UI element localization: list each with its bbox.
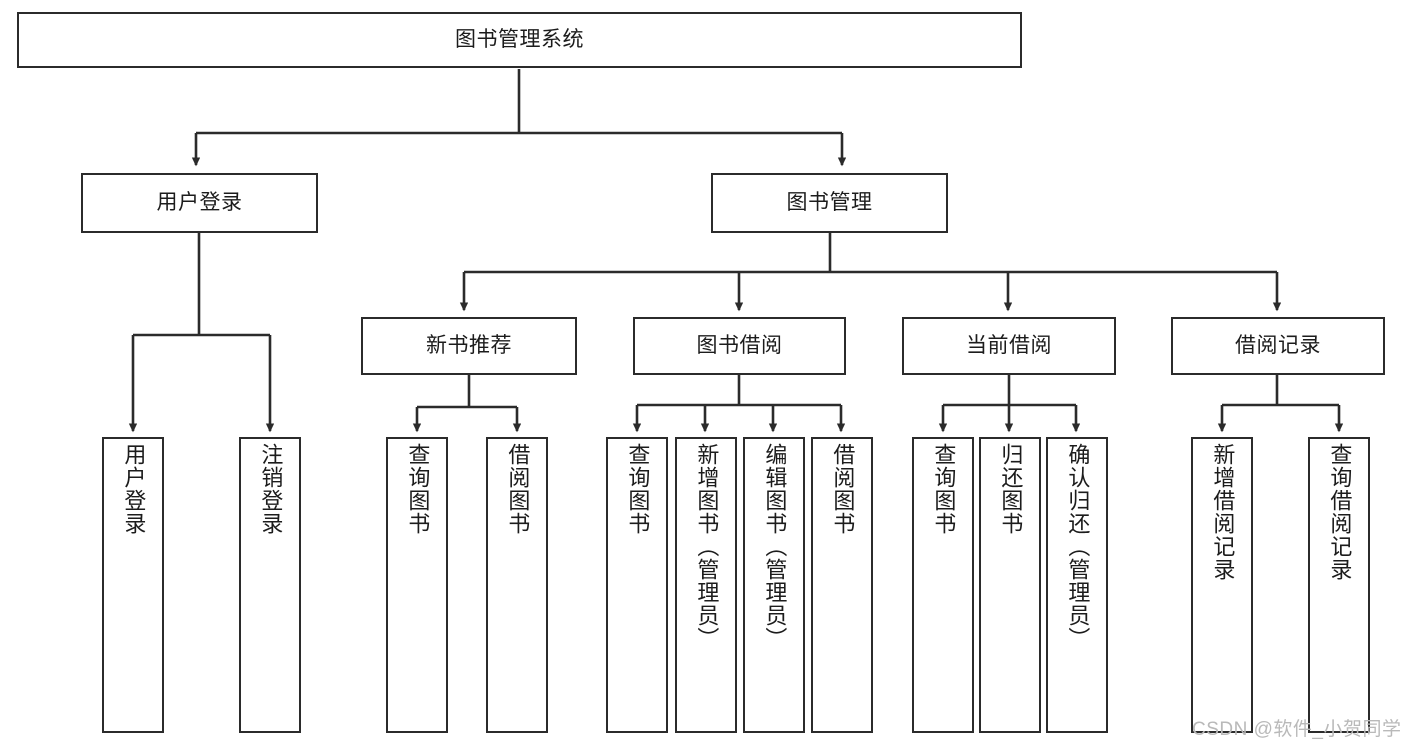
leaf-logout-login[interactable]: 注销登录 [239, 437, 301, 733]
leaf-logout-login-label: 注销登录 [258, 443, 284, 535]
leaf-confirm-return-admin-label: 确认归还（管理员） [1065, 443, 1091, 650]
leaf-borrow-book-recommend[interactable]: 借阅图书 [486, 437, 548, 733]
node-book-manage[interactable]: 图书管理 [711, 173, 948, 233]
node-root-system[interactable]: 图书管理系统 [17, 12, 1022, 68]
leaf-user-login[interactable]: 用户登录 [102, 437, 164, 733]
node-new-book-recommend-label: 新书推荐 [426, 333, 512, 357]
node-user-login[interactable]: 用户登录 [81, 173, 318, 233]
leaf-borrow-book-recommend-label: 借阅图书 [505, 443, 531, 535]
node-root-system-label: 图书管理系统 [455, 27, 584, 51]
leaf-query-borrow-record[interactable]: 查询借阅记录 [1308, 437, 1370, 733]
csdn-watermark: CSDN @软件_小贺同学 [1192, 719, 1402, 740]
node-borrow-record[interactable]: 借阅记录 [1171, 317, 1385, 375]
leaf-user-login-label: 用户登录 [121, 443, 147, 535]
leaf-return-book[interactable]: 归还图书 [979, 437, 1041, 733]
leaf-query-book-borrow[interactable]: 查询图书 [606, 437, 668, 733]
node-current-borrow-label: 当前借阅 [966, 333, 1052, 357]
node-book-manage-label: 图书管理 [786, 190, 873, 214]
leaf-query-book-borrow-label: 查询图书 [625, 443, 651, 535]
leaf-add-borrow-record[interactable]: 新增借阅记录 [1191, 437, 1253, 733]
leaf-add-book-admin-label: 新增图书（管理员） [694, 443, 720, 650]
leaf-query-borrow-record-label: 查询借阅记录 [1327, 443, 1353, 581]
node-current-borrow[interactable]: 当前借阅 [902, 317, 1116, 375]
leaf-edit-book-admin[interactable]: 编辑图书（管理员） [743, 437, 805, 733]
leaf-borrow-book-borrow[interactable]: 借阅图书 [811, 437, 873, 733]
node-new-book-recommend[interactable]: 新书推荐 [361, 317, 577, 375]
leaf-add-borrow-record-label: 新增借阅记录 [1210, 443, 1236, 581]
node-book-borrow[interactable]: 图书借阅 [633, 317, 846, 375]
node-borrow-record-label: 借阅记录 [1235, 333, 1321, 357]
leaf-edit-book-admin-label: 编辑图书（管理员） [762, 443, 788, 650]
leaf-add-book-admin[interactable]: 新增图书（管理员） [675, 437, 737, 733]
leaf-return-book-label: 归还图书 [998, 443, 1024, 535]
leaf-query-book-recommend-label: 查询图书 [405, 443, 431, 535]
leaf-borrow-book-borrow-label: 借阅图书 [830, 443, 856, 535]
leaf-query-book-current[interactable]: 查询图书 [912, 437, 974, 733]
leaf-query-book-recommend[interactable]: 查询图书 [386, 437, 448, 733]
leaf-query-book-current-label: 查询图书 [931, 443, 957, 535]
node-book-borrow-label: 图书借阅 [696, 333, 783, 357]
leaf-confirm-return-admin[interactable]: 确认归还（管理员） [1046, 437, 1108, 733]
node-user-login-label: 用户登录 [156, 190, 243, 214]
